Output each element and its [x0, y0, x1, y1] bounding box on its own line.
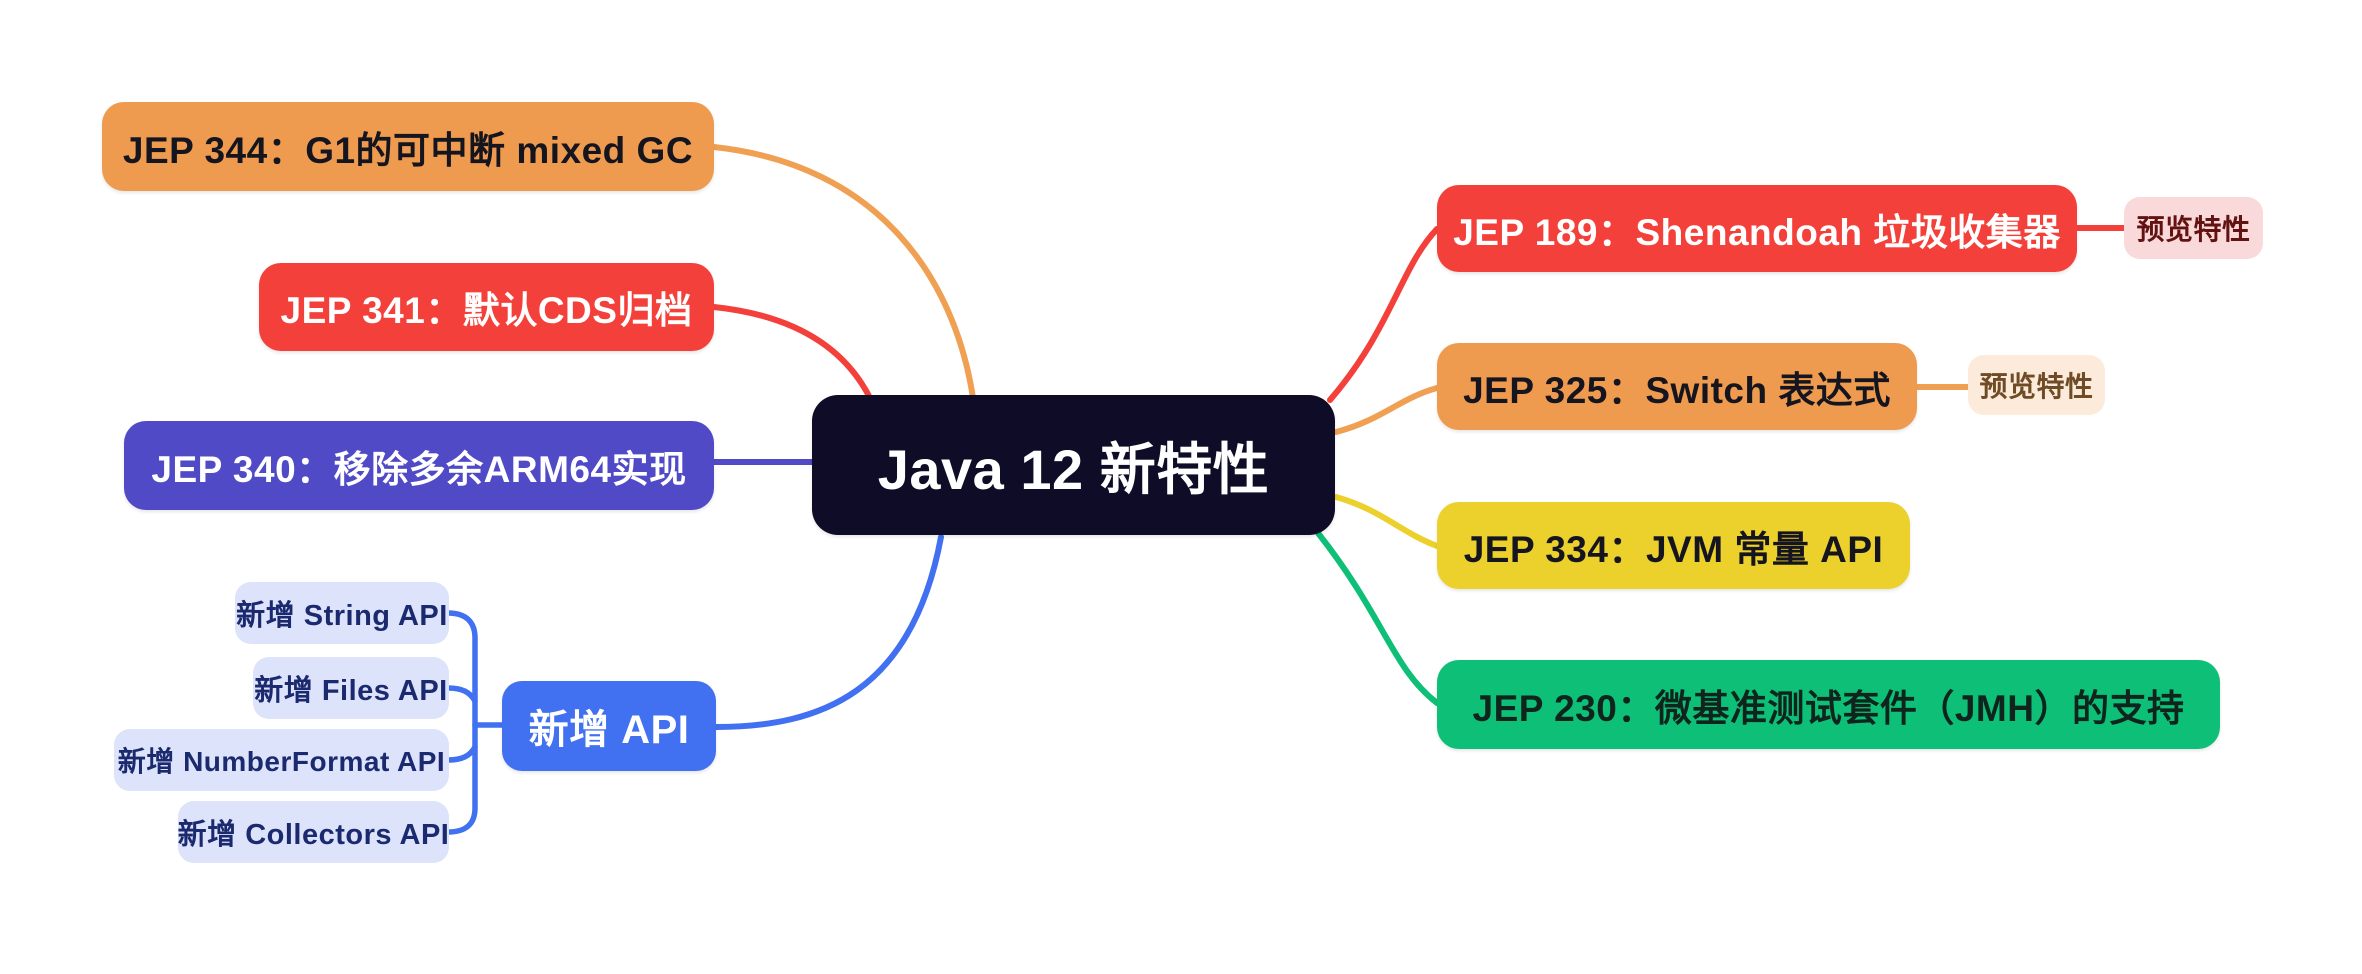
node-jep325[interactable]: JEP 325：Switch 表达式: [1437, 343, 1917, 430]
edge-api-child-files: [445, 685, 478, 704]
edge-api-children-trunk: [445, 610, 478, 835]
node-jep344[interactable]: JEP 344：G1的可中断 mixed GC: [102, 102, 714, 191]
node-jep230[interactable]: JEP 230：微基准测试套件（JMH）的支持: [1437, 660, 2220, 749]
badge-preview-jep189[interactable]: 预览特性: [2124, 197, 2263, 259]
edge-api-child-numberformat: [445, 744, 478, 763]
edge-root-jep341: [711, 304, 875, 405]
node-jep341[interactable]: JEP 341：默认CDS归档: [259, 263, 714, 351]
node-jep340[interactable]: JEP 340：移除多余ARM64实现: [124, 421, 714, 510]
node-new-api[interactable]: 新增 API: [502, 681, 716, 771]
badge-preview-jep325[interactable]: 预览特性: [1968, 355, 2105, 415]
node-new-numberformat-api[interactable]: 新增 NumberFormat API: [114, 729, 449, 791]
edge-root-jep344: [711, 144, 976, 401]
edge-root-jep334: [1333, 494, 1440, 549]
node-jep334[interactable]: JEP 334：JVM 常量 API: [1437, 502, 1910, 589]
edge-root-jep189: [1327, 226, 1440, 403]
node-new-string-api[interactable]: 新增 String API: [235, 582, 449, 644]
node-new-collectors-api[interactable]: 新增 Collectors API: [178, 801, 449, 863]
edge-root-jep230: [1315, 530, 1440, 706]
node-jep189[interactable]: JEP 189：Shenandoah 垃圾收集器: [1437, 185, 2077, 272]
node-new-files-api[interactable]: 新增 Files API: [253, 657, 449, 719]
node-root-java12[interactable]: Java 12 新特性: [812, 395, 1335, 535]
edge-root-api: [713, 534, 944, 730]
edge-root-jep325: [1333, 385, 1440, 435]
